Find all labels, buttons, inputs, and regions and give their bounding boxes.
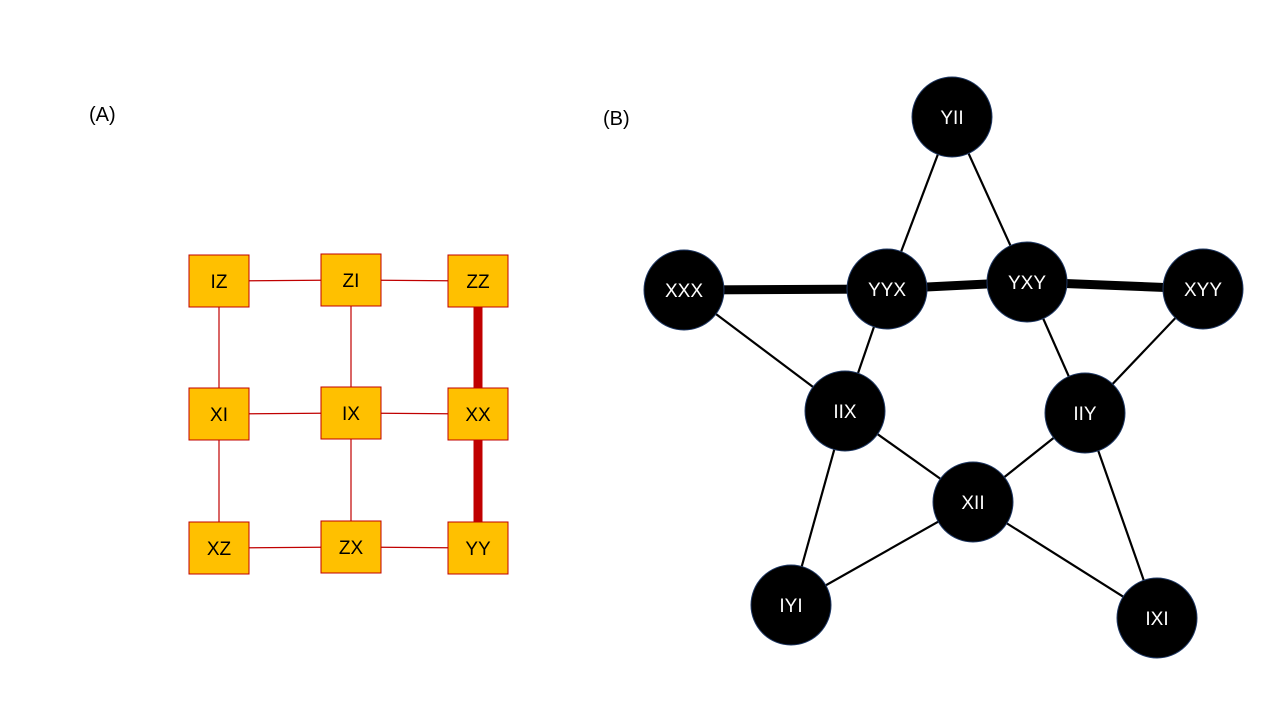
node-XX: XX (447, 387, 509, 441)
node-XII: XII (932, 461, 1014, 543)
node-IIY: IIY (1044, 372, 1126, 454)
node-box (188, 254, 250, 308)
node-XZ: XZ (188, 521, 250, 575)
node-YII: YII (911, 76, 993, 158)
node-label: IYI (779, 596, 802, 617)
node-box (188, 387, 250, 441)
node-IIX: IIX (804, 370, 886, 452)
node-circle (643, 249, 725, 331)
node-YXY: YXY (986, 241, 1068, 323)
node-box (320, 520, 382, 574)
node-circle (1162, 248, 1244, 330)
node-label: XX (465, 405, 491, 426)
node-label: ZI (343, 271, 360, 292)
node-circle (804, 370, 886, 452)
node-ZX: ZX (320, 520, 382, 574)
node-XXX: XXX (643, 249, 725, 331)
node-label: XYY (1184, 280, 1222, 301)
node-ZI: ZI (320, 253, 382, 307)
node-label: IZ (211, 272, 228, 293)
node-label: IXI (1145, 609, 1168, 630)
node-box (320, 253, 382, 307)
node-label: IX (342, 404, 360, 425)
node-IXI: IXI (1116, 577, 1198, 659)
node-box (447, 254, 509, 308)
node-label: XI (210, 405, 228, 426)
node-label: ZZ (466, 272, 490, 293)
node-IYI: IYI (750, 564, 832, 646)
node-box (188, 521, 250, 575)
node-YY: YY (447, 521, 509, 575)
node-ZZ: ZZ (447, 254, 509, 308)
node-circle (911, 76, 993, 158)
node-circle (932, 461, 1014, 543)
node-YYX: YYX (846, 248, 928, 330)
node-box (447, 387, 509, 441)
node-circle (750, 564, 832, 646)
node-label: YYX (868, 280, 906, 301)
node-XYY: XYY (1162, 248, 1244, 330)
node-label: XII (961, 493, 984, 514)
node-label: IIY (1073, 404, 1097, 425)
panel-b-label: (B) (603, 108, 630, 130)
panel-b-nodes: YII XXX YYX YXY XYY IIX IIY XII IYI IXI (643, 76, 1244, 659)
node-circle (846, 248, 928, 330)
panel-a-nodes: IZ ZI ZZ XI IX XX XZ ZX YY (188, 253, 509, 575)
node-box (447, 521, 509, 575)
node-label: XXX (665, 281, 703, 302)
node-XI: XI (188, 387, 250, 441)
node-label: XZ (207, 539, 232, 560)
node-circle (1044, 372, 1126, 454)
panel-b-edges (683, 116, 1204, 619)
panel-a-label: (A) (89, 104, 116, 126)
node-circle (1116, 577, 1198, 659)
node-label: YY (465, 539, 491, 560)
node-box (320, 386, 382, 440)
node-IZ: IZ (188, 254, 250, 308)
node-label: IIX (833, 402, 857, 423)
node-label: ZX (339, 538, 364, 559)
node-label: YXY (1008, 273, 1046, 294)
node-circle (986, 241, 1068, 323)
node-IX: IX (320, 386, 382, 440)
node-label: YII (940, 108, 963, 129)
